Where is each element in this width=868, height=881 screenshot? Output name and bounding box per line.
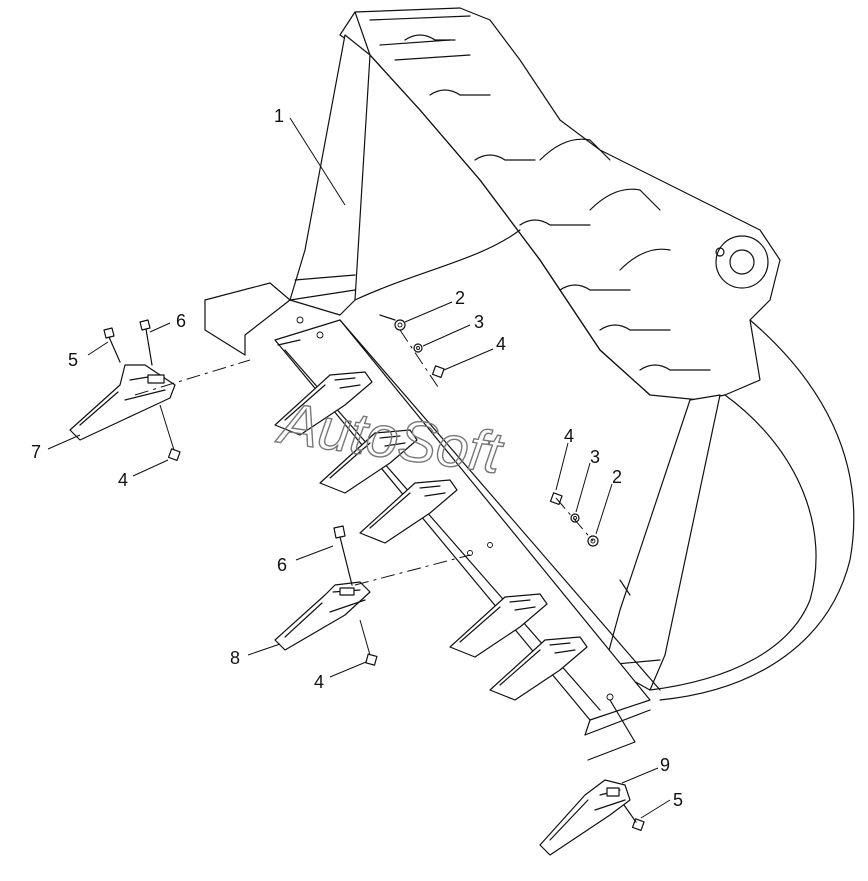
- mounted-teeth: [274, 371, 588, 701]
- callout-4: 4: [496, 334, 506, 354]
- callout-6: 6: [176, 311, 186, 331]
- callout-8: 8: [230, 648, 240, 668]
- tooth-8: [274, 525, 471, 666]
- leader-lines: [47, 117, 671, 819]
- tooth-7: [69, 319, 251, 462]
- tooth-9: [539, 779, 645, 856]
- callout-4b: 4: [118, 470, 128, 490]
- callout-9: 9: [660, 755, 670, 775]
- callout-2: 2: [455, 288, 465, 308]
- callout-3: 3: [474, 312, 484, 332]
- callout-4d: 4: [314, 672, 324, 692]
- callout-5: 5: [68, 350, 78, 370]
- callout-4c: 4: [564, 426, 574, 446]
- callout-1: 1: [274, 106, 284, 126]
- callout-labels: 1 2 3 4 5 6 7 4 4 3 2 6 8 4 9 5: [31, 106, 683, 810]
- callout-3b: 3: [590, 447, 600, 467]
- callout-5b: 5: [673, 790, 683, 810]
- fasteners: [394, 319, 599, 547]
- callout-7: 7: [31, 442, 41, 462]
- callout-6b: 6: [277, 555, 287, 575]
- callout-2b: 2: [612, 467, 622, 487]
- bucket-body: [204, 7, 855, 761]
